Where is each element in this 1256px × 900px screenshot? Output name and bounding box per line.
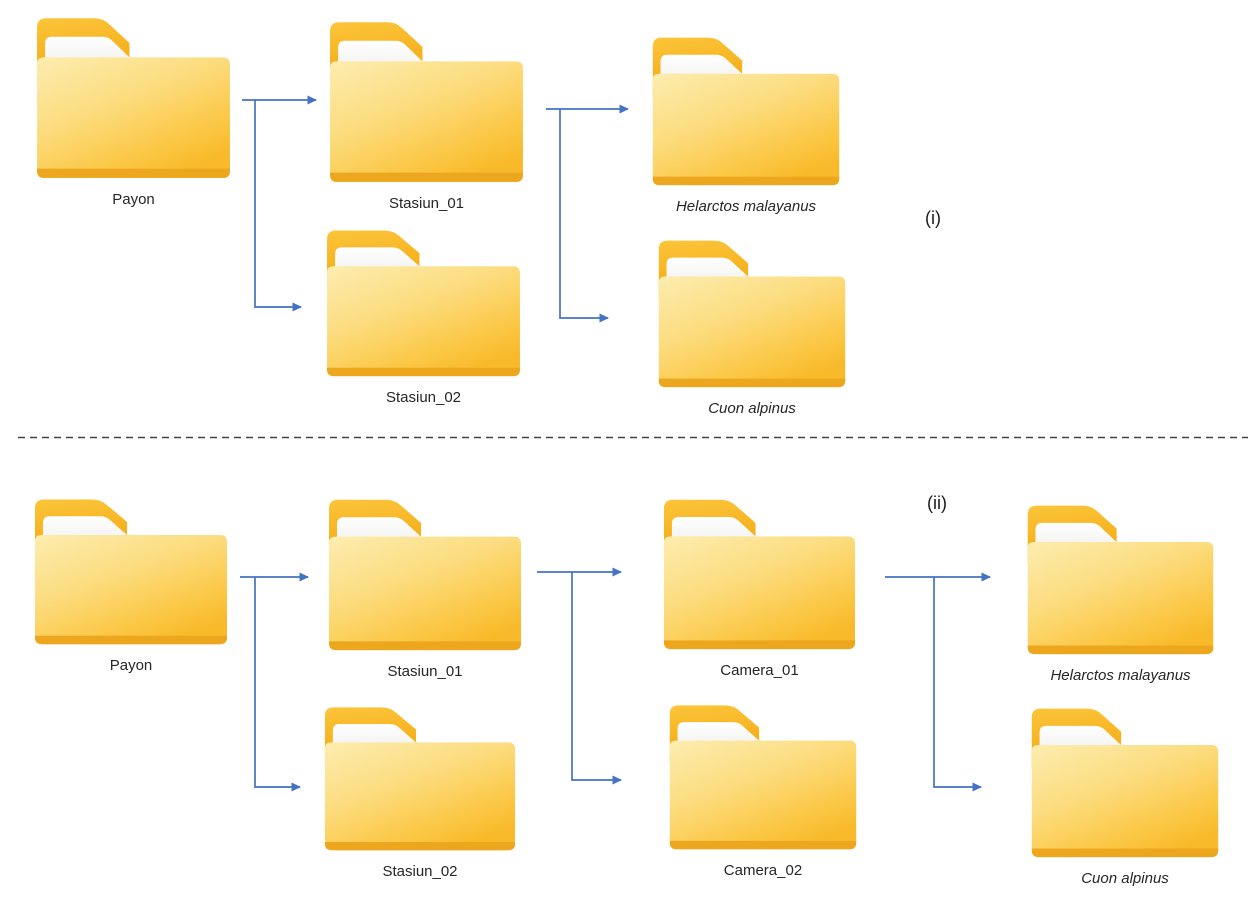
folder-label: Camera_01 <box>720 662 799 679</box>
folder-label: Stasiun_01 <box>387 663 463 680</box>
folder-helarctos-malayanus-ii: Helarctos malayanus <box>1021 498 1220 684</box>
folder-label: Helarctos malayanus <box>675 198 817 215</box>
folder-camera-02: Camera_02 <box>663 698 863 879</box>
folder-label: Cuon alpinus <box>1081 870 1169 887</box>
folder-cuon-alpinus-ii: Cuon alpinus <box>1025 701 1225 887</box>
folder-helarctos-malayanus-i: Helarctos malayanus <box>646 30 846 215</box>
folder-stasiun-02-i: Stasiun_02 <box>320 223 527 406</box>
folder-icon <box>323 14 530 185</box>
folder-camera-01: Camera_01 <box>657 492 862 679</box>
folder-cuon-alpinus-i: Cuon alpinus <box>652 233 852 417</box>
connector-camera01-cuon <box>933 577 982 792</box>
folder-icon <box>652 233 852 390</box>
folder-label: Cuon alpinus <box>708 400 796 417</box>
folder-icon <box>320 223 527 379</box>
folder-icon <box>322 492 528 653</box>
folder-icon <box>30 10 237 181</box>
folder-label: Payon <box>109 657 153 674</box>
section-ii-marker: (ii) <box>927 493 947 513</box>
folder-label: Stasiun_01 <box>388 195 465 212</box>
folder-icon <box>318 700 522 853</box>
folder-stasiun-02-ii: Stasiun_02 <box>318 700 522 880</box>
folder-icon <box>663 698 863 852</box>
folder-label: Helarctos malayanus <box>1050 667 1191 684</box>
folder-icon <box>1021 498 1220 657</box>
connector-payon-stasiun02 <box>254 100 302 312</box>
folder-icon <box>28 492 234 647</box>
folder-label: Payon <box>112 191 155 208</box>
folder-label: Stasiun_02 <box>382 863 458 880</box>
folder-icon <box>646 30 846 188</box>
folder-icon <box>657 492 862 652</box>
folder-label: Camera_02 <box>723 862 803 879</box>
folder-payon-ii: Payon <box>28 492 234 674</box>
connector-stasiun01-cuon <box>559 109 609 323</box>
folder-icon <box>1025 701 1225 860</box>
connector-payon2-stasiun02 <box>254 577 301 792</box>
connector-stasiun01-camera02 <box>571 572 622 785</box>
folder-label: Stasiun_02 <box>385 389 462 406</box>
folder-stasiun-01-ii: Stasiun_01 <box>322 492 528 680</box>
folder-payon-i: Payon <box>30 10 237 208</box>
folder-stasiun-01-i: Stasiun_01 <box>323 14 530 212</box>
section-i-marker: (i) <box>925 208 941 228</box>
